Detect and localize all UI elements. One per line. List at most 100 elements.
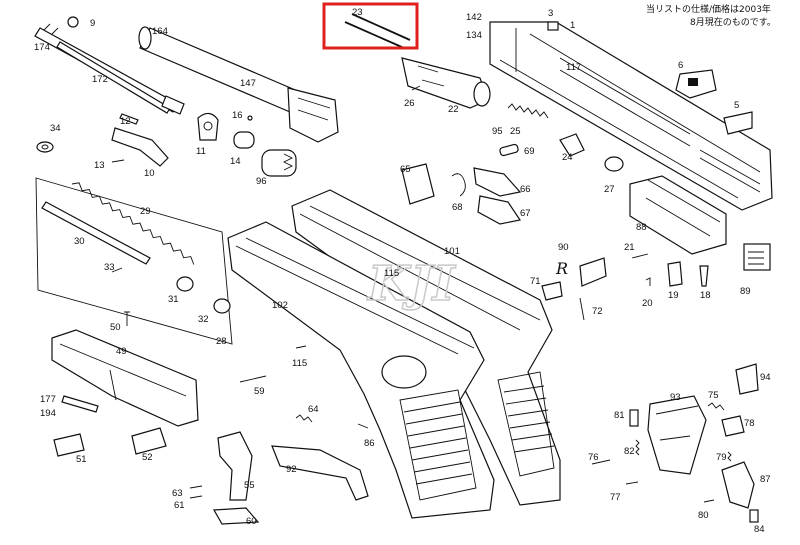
label-94: 94 xyxy=(760,372,771,383)
pin-61 xyxy=(189,495,203,499)
part-78 xyxy=(721,415,745,437)
frame-102 xyxy=(227,221,495,519)
label-79: 79 xyxy=(716,452,727,463)
label-81: 81 xyxy=(614,410,625,421)
label-117: 117 xyxy=(566,62,581,73)
magazine-catch-90: R xyxy=(555,257,607,287)
label-16: 16 xyxy=(232,110,243,121)
label-72: 72 xyxy=(592,306,603,317)
label-93: 93 xyxy=(670,392,681,403)
label-174: 174 xyxy=(34,42,50,53)
watermark-text: KJI xyxy=(366,256,456,312)
part-84 xyxy=(749,509,759,523)
label-96: 96 xyxy=(256,176,267,187)
part-89 xyxy=(743,243,771,271)
label-23: 23 xyxy=(352,7,363,18)
label-49: 49 xyxy=(116,346,127,357)
label-3: 3 xyxy=(548,8,553,19)
label-21: 21 xyxy=(624,242,635,253)
outer-barrel-147 xyxy=(138,26,339,143)
label-24: 24 xyxy=(562,152,573,163)
front-sight-part xyxy=(723,111,753,135)
label-32: 32 xyxy=(198,314,209,325)
label-66: 66 xyxy=(520,184,531,195)
screw-18 xyxy=(699,265,709,287)
slide-stop-part xyxy=(111,127,169,167)
label-22: 22 xyxy=(448,104,459,115)
nozzle-assembly-part xyxy=(401,57,491,109)
label-51: 51 xyxy=(76,454,87,465)
label-61: 61 xyxy=(174,500,185,511)
spring-79 xyxy=(727,451,732,462)
screw-part xyxy=(547,21,559,31)
part-19 xyxy=(667,261,683,287)
label-14: 14 xyxy=(230,156,241,167)
note-line-2: 8月現在のものです。 xyxy=(690,16,776,28)
label-60: 60 xyxy=(246,516,257,527)
part-60 xyxy=(213,507,260,525)
svg-text:R: R xyxy=(555,259,568,278)
label-102: 102 xyxy=(272,300,288,311)
trigger-mechanism-93 xyxy=(647,395,707,475)
label-134: 134 xyxy=(466,30,482,41)
part-11 xyxy=(197,112,219,141)
hop-up-block-88 xyxy=(629,175,727,255)
pin-76 xyxy=(591,459,611,465)
trigger-bar-92 xyxy=(271,445,369,501)
label-1: 1 xyxy=(570,20,575,31)
part-94 xyxy=(735,363,759,395)
label-63: 63 xyxy=(172,488,183,499)
label-55: 55 xyxy=(244,480,255,491)
label-86: 86 xyxy=(364,438,375,449)
label-95: 95 xyxy=(492,126,503,137)
label-80: 80 xyxy=(698,510,709,521)
label-164: 164 xyxy=(152,26,168,37)
label-67: 67 xyxy=(520,208,531,219)
label-88: 88 xyxy=(636,222,647,233)
part-23-guide-rods xyxy=(344,13,411,49)
label-92: 92 xyxy=(286,464,297,475)
o-ring-part xyxy=(67,16,79,28)
part-24 xyxy=(559,133,585,157)
label-177: 177 xyxy=(40,394,56,405)
label-18: 18 xyxy=(700,290,711,301)
pin-59 xyxy=(239,375,267,383)
label-19: 19 xyxy=(668,290,679,301)
part-67 xyxy=(477,195,521,225)
spring-64 xyxy=(295,414,313,423)
part-27 xyxy=(604,156,624,172)
grip-texture-101 xyxy=(497,371,555,477)
rear-sight-part xyxy=(675,69,717,99)
spring-82 xyxy=(635,439,640,456)
highlight-box xyxy=(322,2,419,50)
label-10: 10 xyxy=(144,168,155,179)
trigger-55 xyxy=(217,431,253,501)
screw-50 xyxy=(124,311,130,326)
label-50: 50 xyxy=(110,322,121,333)
label-11: 11 xyxy=(196,146,206,157)
label-76: 76 xyxy=(588,452,599,463)
label-28: 28 xyxy=(216,336,227,347)
label-6: 6 xyxy=(678,60,683,71)
label-13: 13 xyxy=(94,160,105,171)
label-52: 52 xyxy=(142,452,153,463)
part-66 xyxy=(473,167,522,197)
label-65: 65 xyxy=(400,164,411,175)
label-25: 25 xyxy=(510,126,521,137)
label-142: 142 xyxy=(466,12,482,23)
label-30: 30 xyxy=(74,236,85,247)
label-29: 29 xyxy=(140,206,151,217)
label-64: 64 xyxy=(308,404,319,415)
label-84: 84 xyxy=(754,524,765,535)
grip-texture-102 xyxy=(399,389,477,501)
label-78: 78 xyxy=(744,418,755,429)
washer-part xyxy=(36,141,54,153)
part-177 xyxy=(61,395,99,413)
label-26: 26 xyxy=(404,98,415,109)
pin-80 xyxy=(703,499,715,503)
pin-21 xyxy=(631,253,649,259)
label-12: 12 xyxy=(120,116,131,127)
label-89: 89 xyxy=(740,286,751,297)
slide-part xyxy=(489,21,773,211)
